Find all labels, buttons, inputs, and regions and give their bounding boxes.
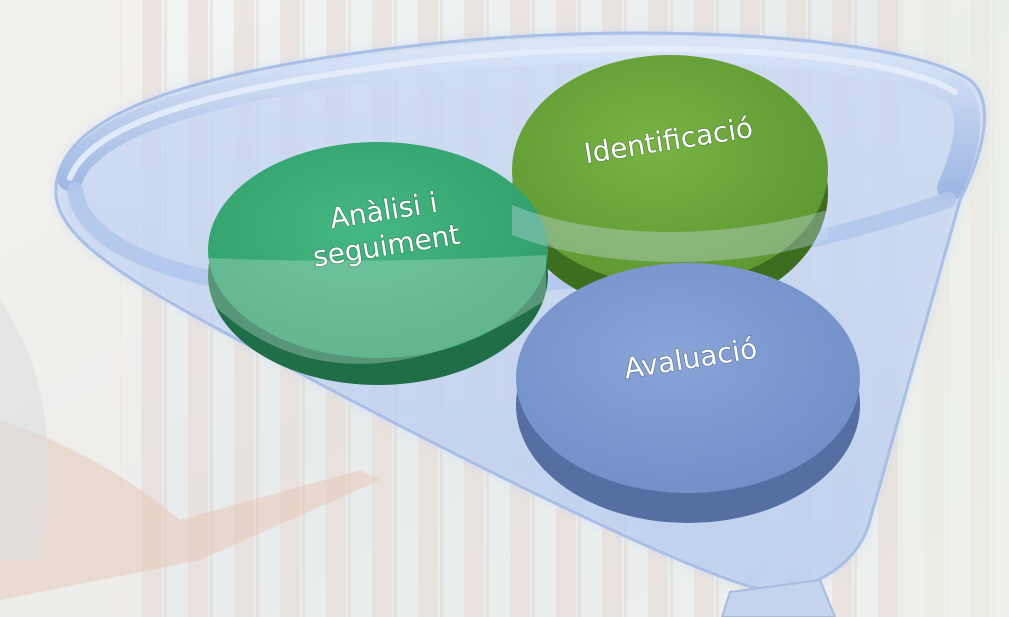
funnel-overlay-front (512, 205, 828, 262)
disc-analisi-seguiment: Anàlisi i seguiment (208, 142, 548, 385)
disc-avaluacio: Avaluació (516, 263, 860, 523)
funnel-spout (720, 578, 837, 617)
disc-identificacio-top (512, 55, 828, 285)
disc-analisi-top (208, 142, 548, 358)
background-figure-shape (0, 300, 48, 560)
background-hand-shape (0, 420, 380, 600)
disc-analisi-overlay (208, 255, 546, 364)
disc-avaluacio-top (516, 263, 860, 493)
funnel-rim-highlight (67, 45, 958, 181)
disc-identificacio: Identificació (512, 55, 828, 313)
